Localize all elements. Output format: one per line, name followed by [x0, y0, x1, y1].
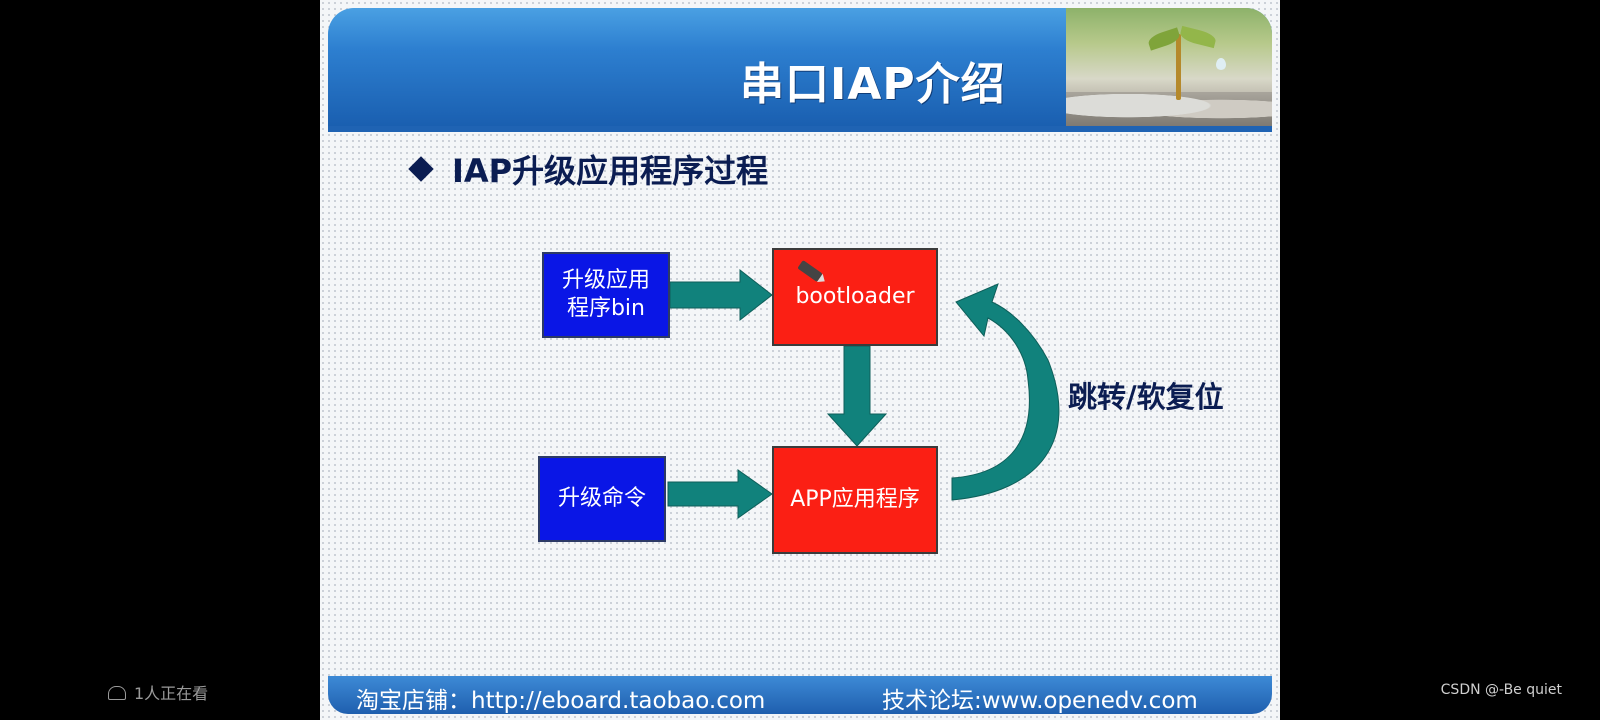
box-bootloader: bootloader [772, 248, 938, 346]
arrow-app-to-bootloader-curve [951, 283, 1060, 501]
viewer-count: 1人正在看 [108, 680, 208, 704]
slide-title: 串口IAP介绍 [740, 59, 1006, 110]
water-droplet [1216, 58, 1226, 70]
sprout-photo [1066, 8, 1272, 126]
box-bin-line2: 程序bin [566, 296, 645, 321]
slide-footer: 淘宝店铺：http://eboard.taobao.com 技术论坛:www.o… [328, 676, 1272, 714]
box-app: APP应用程序 [772, 446, 938, 554]
flow-arrows [667, 268, 1060, 519]
arrow-bin-to-bootloader [669, 268, 773, 322]
viewers-icon [108, 686, 126, 700]
footer-forum: 技术论坛:www.openedv.com [882, 688, 1198, 714]
viewer-count-text: 1人正在看 [134, 684, 209, 703]
csdn-watermark: CSDN @-Be quiet [1440, 682, 1562, 698]
header-underline [328, 126, 1272, 132]
box-bootloader-label: bootloader [795, 284, 915, 309]
arrow-cmd-to-app [667, 469, 773, 519]
slide: 串口IAP介绍 IAP升级应用程序过程 升级应用 程序bin bootloade… [320, 0, 1280, 720]
box-upgrade-command: 升级命令 [538, 456, 666, 542]
slide-header: 串口IAP介绍 [328, 8, 1272, 126]
box-cmd-label: 升级命令 [557, 486, 646, 511]
box-app-label: APP应用程序 [790, 487, 920, 512]
sprout-stem [1176, 34, 1181, 100]
stones-image [1066, 92, 1272, 126]
subtitle-text: IAP升级应用程序过程 [452, 152, 769, 190]
jump-reset-label: 跳转/软复位 [1068, 380, 1224, 414]
footer-shop: 淘宝店铺：http://eboard.taobao.com [356, 688, 766, 714]
box-upgrade-bin: 升级应用 程序bin [542, 252, 670, 338]
box-bin-line1: 升级应用 [561, 268, 650, 293]
slide-subtitle: IAP升级应用程序过程 [408, 146, 769, 192]
arrow-bootloader-to-app [826, 345, 888, 447]
